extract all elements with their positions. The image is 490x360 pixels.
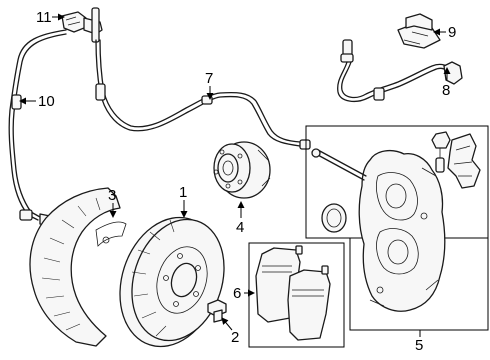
- splash-shield-part: [29, 187, 127, 347]
- callout-9-label: 9: [448, 24, 456, 41]
- callout-11-label: 11: [36, 9, 52, 26]
- callout-1-label: 1: [179, 184, 187, 201]
- callout-5: 5: [415, 330, 423, 354]
- wear-sensor-part: [337, 39, 463, 103]
- caliper-spring-clip-part: [447, 133, 481, 189]
- bolt-part: [207, 299, 227, 323]
- wear-sensor-wire-part: [95, 39, 311, 150]
- callout-7-label: 7: [205, 70, 213, 87]
- callout-4: 4: [236, 201, 245, 236]
- bleeder-cap-part: [431, 131, 451, 173]
- caliper-part: [358, 149, 446, 312]
- callout-3: 3: [108, 187, 117, 218]
- callout-10-label: 10: [38, 93, 55, 110]
- speed-sensor-part: [61, 7, 103, 43]
- callout-8-label: 8: [442, 82, 450, 99]
- callout-2-label: 2: [231, 329, 239, 346]
- brake-rotor-part: [119, 216, 225, 348]
- callout-10: 10: [19, 93, 55, 110]
- callout-8: 8: [442, 67, 451, 99]
- callout-6-label: 6: [233, 285, 241, 302]
- caliper-box-extension: [349, 238, 489, 331]
- callout-9: 9: [433, 24, 456, 41]
- brake-pads-part: [255, 245, 331, 341]
- sensor-wire-part: [8, 29, 67, 227]
- callout-5-label: 5: [415, 337, 423, 354]
- callout-3-label: 3: [108, 187, 116, 204]
- seal-ring-part: [321, 203, 347, 233]
- callout-11: 11: [36, 9, 65, 26]
- callout-4-label: 4: [236, 219, 244, 236]
- callout-1: 1: [179, 184, 188, 218]
- hub-bearing-part: [213, 141, 271, 199]
- callout-6: 6: [233, 285, 255, 302]
- callout-2: 2: [221, 317, 239, 346]
- callout-7: 7: [205, 70, 214, 100]
- caliper-pin-part: [311, 148, 367, 181]
- clip-part: [397, 13, 441, 49]
